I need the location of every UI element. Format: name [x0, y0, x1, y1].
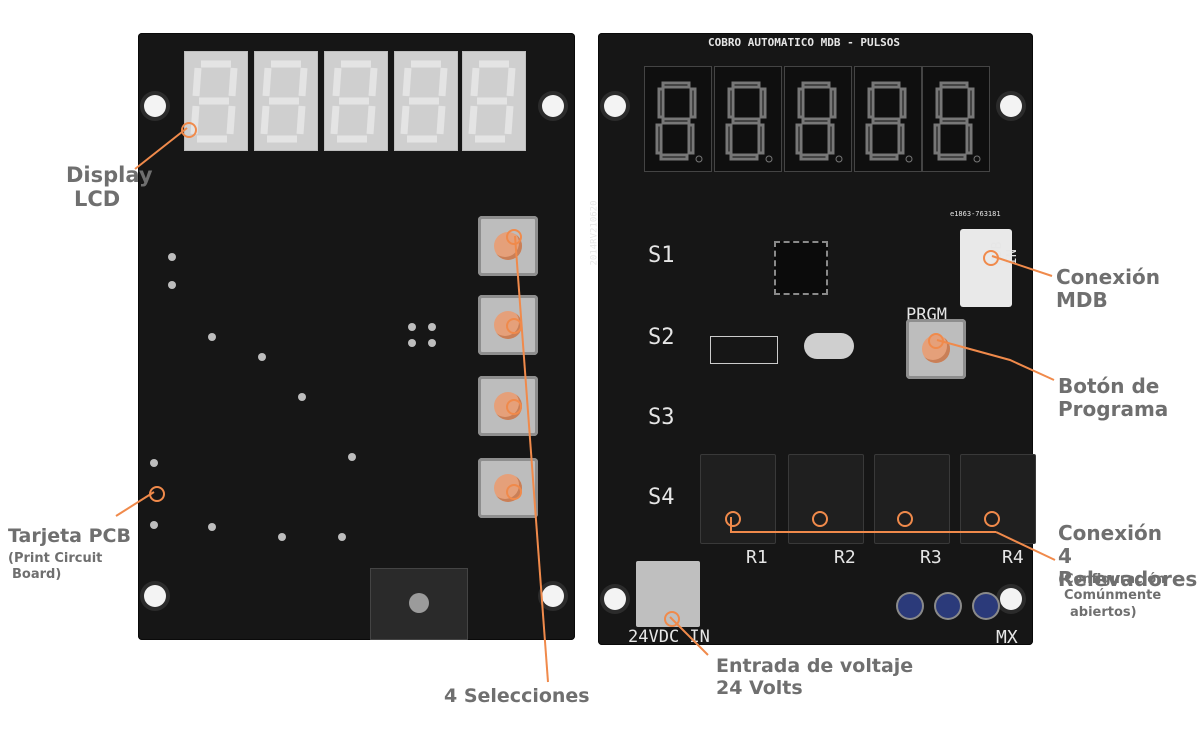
crystal-oscillator: [804, 333, 854, 359]
relay-label-r3: R3: [920, 547, 942, 568]
display-digit: [394, 51, 458, 151]
label-relevadores-sub-line1: (Configuración: [1058, 572, 1166, 587]
solder-pad: [338, 533, 346, 541]
relay-marker: [725, 511, 741, 527]
display-digit: [644, 66, 712, 172]
mx-label: MX: [996, 627, 1018, 648]
label-display-line1: Display: [66, 163, 153, 187]
relay-4: [960, 454, 1036, 544]
selection-button: [478, 216, 538, 276]
solder-pad: [298, 393, 306, 401]
relay-label-r1: R1: [746, 547, 768, 568]
label-conexion-mdb-line1: Conexión: [1056, 265, 1160, 289]
label-relevadores-sub-line2: Comúnmente: [1064, 588, 1162, 604]
label-tarjeta-sub-line2: Board): [12, 567, 62, 583]
capacitor: [936, 594, 960, 618]
label-entrada-line2: 24 Volts: [716, 676, 803, 699]
solder-pad: [208, 333, 216, 341]
pcb-front-board: COBRO AUTOMATICO MDB - PULSOS 2014RV2106…: [590, 33, 1036, 648]
voltage-connector-back: [370, 568, 468, 640]
mounting-hole: [1000, 588, 1022, 610]
display-digit: [324, 51, 388, 151]
part-number: e1863-763181: [950, 210, 1001, 218]
relay-1: [700, 454, 776, 544]
voltage-marker: [664, 611, 680, 627]
label-boton-line1: Botón de: [1058, 374, 1160, 398]
label-boton: Botón de Programa: [1058, 375, 1168, 421]
label-relevadores-line1: Conexión: [1058, 521, 1162, 545]
label-selecciones: 4 Selecciones: [444, 685, 590, 707]
solder-pad: [428, 339, 436, 347]
solder-pad: [278, 533, 286, 541]
mounting-hole: [1000, 95, 1022, 117]
solder-pad: [168, 253, 176, 261]
vdc-label: 24VDC IN: [628, 627, 710, 647]
label-boton-line2: Programa: [1058, 397, 1169, 421]
solder-pad: [258, 353, 266, 361]
solder-pad: [348, 453, 356, 461]
label-conexion-mdb: Conexión MDB: [1056, 266, 1160, 312]
relay-3: [874, 454, 950, 544]
display-marker: [181, 122, 197, 138]
label-relevadores-sub-line3: abiertos): [1070, 604, 1137, 620]
mounting-hole: [144, 95, 166, 117]
program-button: [906, 319, 966, 379]
label-conexion-mdb-line2: MDB: [1056, 288, 1108, 312]
label-tarjeta-sub: (Print Circuit Board): [8, 551, 102, 584]
display-digit: [254, 51, 318, 151]
display-digit: [922, 66, 990, 172]
label-s1: S1: [648, 243, 675, 268]
display-digit: [714, 66, 782, 172]
label-s3: S3: [648, 405, 675, 430]
relay-marker: [812, 511, 828, 527]
solder-pad: [408, 323, 416, 331]
mounting-hole: [542, 585, 564, 607]
pcb-back-board: [138, 33, 575, 640]
pcb-marker: [149, 486, 165, 502]
mdb-marker: [983, 250, 999, 266]
mounting-hole: [604, 588, 626, 610]
display-digit: [462, 51, 526, 151]
solder-pad: [408, 339, 416, 347]
relay-marker: [897, 511, 913, 527]
label-relevadores-sub: (Configuración Comúnmente abiertos): [1058, 572, 1165, 621]
button-marker: [928, 333, 944, 349]
label-display-lcd: Display LCD: [66, 163, 153, 211]
capacitor: [974, 594, 998, 618]
relay-label-r2: R2: [834, 547, 856, 568]
pin-header: [710, 336, 778, 364]
label-entrada: Entrada de voltaje 24 Volts: [716, 655, 914, 700]
solder-pad: [150, 521, 158, 529]
board-version: 2014RV210620: [589, 200, 600, 266]
label-tarjeta-sub-line1: (Print Circuit: [8, 551, 103, 566]
label-tarjeta: Tarjeta PCB: [8, 525, 131, 547]
label-relevadores: Conexión 4 Relevadores: [1058, 522, 1200, 591]
relay-label-r4: R4: [1002, 547, 1024, 568]
relay-marker: [984, 511, 1000, 527]
label-s2: S2: [648, 325, 675, 350]
label-s4: S4: [648, 485, 675, 510]
mounting-hole: [144, 585, 166, 607]
solder-pad: [208, 523, 216, 531]
label-display-line2: LCD: [74, 187, 121, 212]
mounting-hole: [604, 95, 626, 117]
microcontroller-chip: [774, 241, 828, 295]
relay-2: [788, 454, 864, 544]
display-digit: [854, 66, 922, 172]
label-entrada-line1: Entrada de voltaje: [716, 655, 914, 677]
solder-pad: [168, 281, 176, 289]
label-relevadores-line2: 4 Relevadores: [1058, 544, 1198, 591]
board-title: COBRO AUTOMATICO MDB - PULSOS: [708, 36, 901, 49]
button-marker: [506, 484, 522, 500]
solder-pad: [150, 459, 158, 467]
display-digit: [784, 66, 852, 172]
capacitor: [898, 594, 922, 618]
mounting-hole: [542, 95, 564, 117]
solder-pad: [428, 323, 436, 331]
button-marker: [506, 399, 522, 415]
button-marker: [506, 318, 522, 334]
button-marker: [506, 229, 522, 245]
